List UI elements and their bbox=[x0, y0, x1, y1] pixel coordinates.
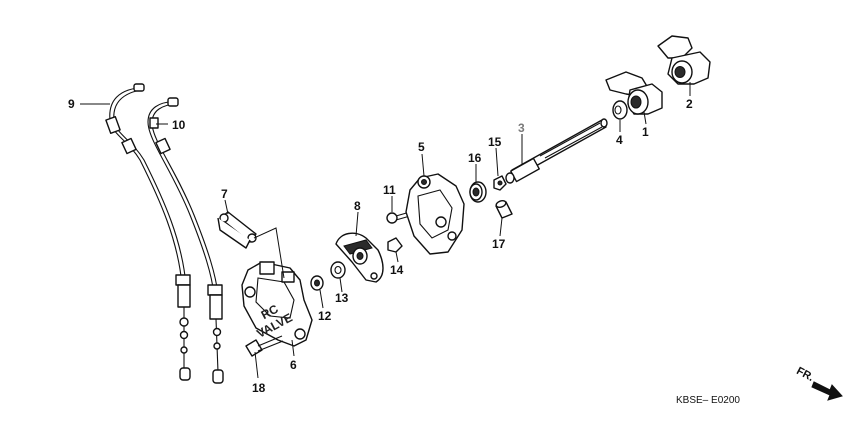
callout-7: 7 bbox=[221, 187, 228, 201]
callout-10: 10 bbox=[172, 118, 186, 132]
part-3-shaft bbox=[505, 118, 608, 184]
part-8-pulley bbox=[335, 232, 384, 283]
callout-14: 14 bbox=[390, 263, 404, 277]
part-1-pulley bbox=[605, 71, 663, 115]
part-6-rc-valve-cover: RC VALVE bbox=[241, 261, 313, 347]
drawing-code: KBSE– E0200 bbox=[676, 395, 740, 406]
part-2-pulley bbox=[657, 35, 711, 85]
callout-3: 3 bbox=[518, 121, 525, 135]
part-12-nut bbox=[310, 275, 324, 291]
cable-10 bbox=[147, 97, 224, 384]
front-direction-arrow-icon: FR. bbox=[794, 365, 843, 401]
part-7-cable-link bbox=[217, 211, 257, 249]
callout-17: 17 bbox=[492, 237, 506, 251]
callout-13: 13 bbox=[335, 291, 349, 305]
callout-6: 6 bbox=[290, 358, 297, 372]
callout-8: 8 bbox=[354, 199, 361, 213]
part-13-washer bbox=[330, 261, 346, 279]
part-4-collar bbox=[612, 100, 628, 120]
part-15-clip bbox=[493, 175, 507, 191]
callout-11: 11 bbox=[383, 183, 396, 197]
direction-label: FR. bbox=[794, 365, 815, 384]
callouts: 9 10 7 6 18 12 13 8 14 11 5 16 15 3 17 4… bbox=[68, 97, 693, 395]
part-17-pin bbox=[495, 200, 513, 219]
part-16-bearing bbox=[469, 181, 487, 203]
callout-9: 9 bbox=[68, 97, 75, 111]
cable-9 bbox=[105, 83, 191, 381]
callout-16: 16 bbox=[468, 151, 482, 165]
callout-15: 15 bbox=[488, 135, 502, 149]
part-18-bolt bbox=[245, 335, 284, 357]
callout-4: 4 bbox=[616, 133, 623, 147]
callout-12: 12 bbox=[318, 309, 332, 323]
callout-5: 5 bbox=[418, 140, 425, 154]
callout-2: 2 bbox=[686, 97, 693, 111]
part-14-clip bbox=[387, 237, 403, 253]
part-5-bracket bbox=[405, 173, 465, 255]
leader-lines bbox=[80, 82, 691, 379]
callout-18: 18 bbox=[252, 381, 266, 395]
callout-1: 1 bbox=[642, 125, 649, 139]
